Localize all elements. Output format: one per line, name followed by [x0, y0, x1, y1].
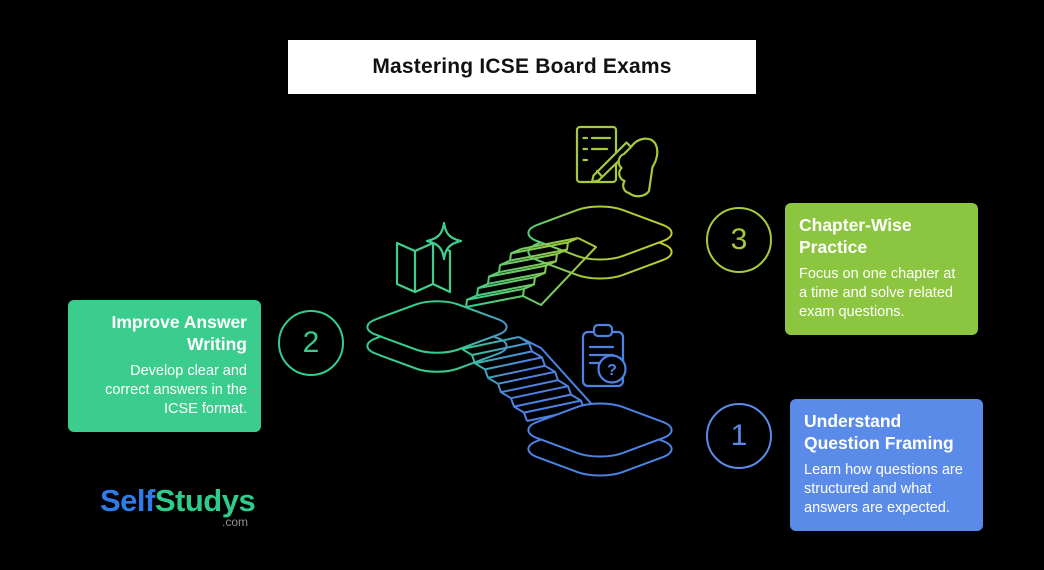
upper-staircase	[465, 237, 597, 308]
step-number-badge-3: 3	[706, 207, 772, 273]
step-card-chapter-wise-practice: Chapter-Wise Practice Focus on one chapt…	[785, 203, 978, 335]
step-description: Develop clear and correct answers in the…	[105, 363, 247, 418]
logo-text-primary: Self	[100, 483, 155, 518]
bottom-platform	[515, 399, 685, 481]
document-pen-icon	[575, 125, 659, 198]
middle-platform	[355, 297, 519, 377]
step-description: Learn how questions are structured and w…	[804, 462, 963, 517]
step-number: 3	[730, 223, 748, 256]
step-title: Chapter-Wise Practice	[799, 215, 912, 257]
step-number-badge-1: 1	[706, 403, 772, 469]
step-description: Focus on one chapter at a time and solve…	[799, 266, 956, 321]
logo-text-secondary: Studys	[154, 483, 256, 518]
step-title: Improve Answer Writing	[111, 312, 247, 354]
title-banner: Mastering ICSE Board Exams	[288, 40, 756, 94]
step-title: Understand Question Framing	[804, 411, 954, 453]
step-number: 1	[730, 419, 748, 452]
clipboard-question-icon: ?	[581, 323, 627, 388]
step-number-badge-2: 2	[278, 310, 344, 376]
step-card-understand-question-framing: Understand Question Framing Learn how qu…	[790, 399, 983, 531]
page-title: Mastering ICSE Board Exams	[372, 55, 672, 78]
logo-suffix: .com	[221, 515, 248, 530]
question-mark: ?	[607, 362, 617, 379]
selfstudys-logo: SelfStudys .com	[100, 483, 256, 530]
step-number: 2	[302, 326, 320, 359]
sparkle-icon	[425, 221, 463, 261]
logo-wordmark: SelfStudys	[100, 483, 256, 518]
map-sparkle-icon	[395, 221, 463, 294]
step-card-improve-answer-writing: Improve Answer Writing Develop clear and…	[68, 300, 261, 432]
top-platform	[515, 202, 685, 284]
